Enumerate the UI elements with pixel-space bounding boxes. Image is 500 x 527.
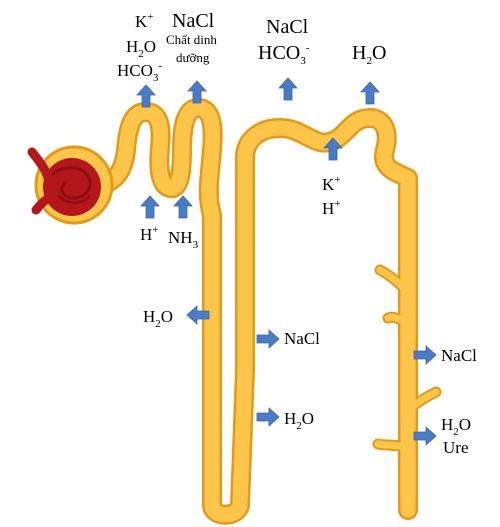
label-nacl-dct: NaCl: [266, 16, 309, 38]
arrow-asc-out-2: [256, 407, 280, 427]
label-h2o-dct: H2O: [352, 42, 386, 67]
label-h-plus-pct: H+: [140, 224, 159, 244]
arrow-dct-out-2: [360, 81, 380, 105]
label-h2o-asc: H2O: [284, 409, 314, 432]
label-ure: Ure: [443, 438, 468, 457]
label-k-plus-dct: K+: [322, 174, 341, 194]
label-k-plus: K+: [135, 11, 154, 31]
arrow-pct-out-1: [136, 84, 156, 108]
arrow-pct-out-2: [187, 80, 207, 104]
arrow-dct-in: [323, 137, 343, 161]
arrow-dct-out-1: [278, 77, 298, 101]
label-hco3-pct: HCO3-: [117, 60, 162, 84]
arrow-cd-out-1: [413, 345, 437, 365]
label-h2o-desc: H2O: [143, 307, 173, 330]
label-hco3-dct: HCO3-: [258, 42, 310, 67]
label-nacl-pct: NaCl: [172, 10, 215, 32]
arrow-pct-in-1: [140, 195, 160, 219]
label-nh3: NH3: [168, 228, 199, 251]
label-h-plus-dct: H+: [322, 198, 341, 218]
arrow-pct-in-2: [173, 195, 193, 219]
transport-arrows: [136, 77, 437, 446]
label-nutrients-2: dưỡng: [176, 50, 210, 65]
label-nacl-asc: NaCl: [284, 329, 320, 348]
arrow-cd-out-2: [413, 426, 437, 446]
nephron-tubule: [92, 98, 442, 525]
glomerulus: [27, 145, 114, 225]
label-nacl-cd: NaCl: [441, 346, 477, 365]
arrow-desc-out: [186, 305, 210, 325]
label-h2o-cd: H2O: [441, 415, 471, 438]
label-h2o-pct: H2O: [126, 37, 156, 60]
arrow-asc-out-1: [256, 329, 280, 349]
labels: K+ H2O HCO3- NaCl Chất dinh dưỡng NaCl H…: [117, 10, 477, 457]
label-nutrients-1: Chất dinh: [166, 32, 217, 47]
